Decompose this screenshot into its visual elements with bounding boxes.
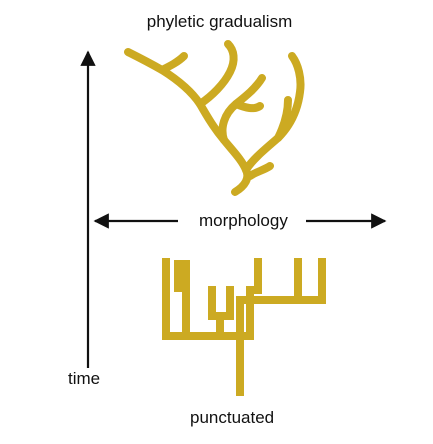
gradualism-tree	[124, 40, 305, 196]
top-title: phyletic gradualism	[146, 12, 293, 31]
punctuated-tree	[162, 258, 326, 396]
time-axis-label: time	[68, 369, 101, 388]
morphology-axis-label: morphology	[199, 211, 288, 230]
bottom-title: punctuated	[190, 408, 275, 427]
